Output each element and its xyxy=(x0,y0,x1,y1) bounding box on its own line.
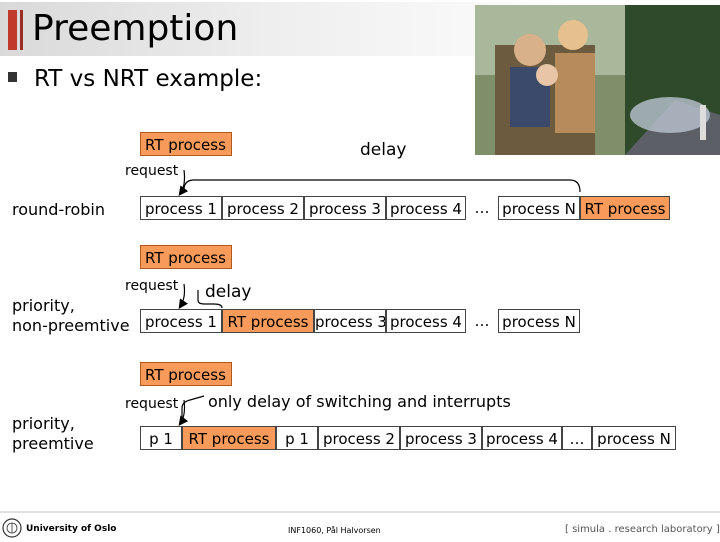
row-label-preemptive-1: priority, xyxy=(12,414,75,433)
pp-cell-process-2: process 2 xyxy=(318,426,400,450)
delay-label-1: delay xyxy=(360,140,407,160)
bullet-marker xyxy=(8,72,17,82)
delay-label-2: delay xyxy=(205,282,252,302)
rr-cell-rt-process: RT process xyxy=(580,196,670,220)
row-label-round-robin: round-robin xyxy=(12,200,105,219)
pp-cell-rt-process: RT process xyxy=(182,426,276,450)
rt-process-label-3: RT process xyxy=(140,362,232,386)
np-cell-process-4: process 4 xyxy=(386,309,466,333)
np-cell-process-1: process 1 xyxy=(140,309,222,333)
pp-cell-p1-a: p 1 xyxy=(140,426,182,450)
title-accent-secondary xyxy=(20,10,23,50)
pp-cell-process-3: process 3 xyxy=(400,426,482,450)
request-label-3: request xyxy=(125,396,179,412)
row-label-preemptive-2: preemtive xyxy=(12,434,94,453)
footer-university: University of Oslo xyxy=(26,524,117,534)
rr-cell-process-3: process 3 xyxy=(304,196,386,220)
title-accent xyxy=(8,10,17,50)
row-label-non-preemptive-2: non-preemtive xyxy=(12,316,130,335)
np-cell-process-n: process N xyxy=(498,309,580,333)
rr-cell-ellipsis: … xyxy=(474,199,490,217)
slide-title: Preemption xyxy=(32,8,239,49)
rr-cell-process-1: process 1 xyxy=(140,196,222,220)
footer-lab-logo: [ simula . research laboratory ] xyxy=(565,524,720,535)
pp-cell-process-4: process 4 xyxy=(482,426,562,450)
np-cell-ellipsis: … xyxy=(474,312,490,330)
rr-cell-process-4: process 4 xyxy=(386,196,466,220)
pp-cell-ellipsis: … xyxy=(562,426,592,450)
header-photo xyxy=(475,5,720,155)
pp-cell-p1-b: p 1 xyxy=(276,426,318,450)
request-label-1: request xyxy=(125,163,179,179)
rt-process-label-1: RT process xyxy=(140,132,232,156)
university-seal-icon xyxy=(2,518,22,538)
pp-cell-process-n: process N xyxy=(592,426,676,450)
delay-switching-label: only delay of switching and interrupts xyxy=(208,392,511,411)
rr-cell-process-n: process N xyxy=(498,196,580,220)
rr-cell-process-2: process 2 xyxy=(222,196,304,220)
np-cell-process-3: process 3 xyxy=(314,309,386,333)
row-label-non-preemptive-1: priority, xyxy=(12,296,75,315)
bullet-text: RT vs NRT example: xyxy=(34,66,263,92)
np-cell-rt-process: RT process xyxy=(222,309,314,333)
footer-course: INF1060, Pål Halvorsen xyxy=(288,526,381,535)
request-label-2: request xyxy=(125,278,179,294)
rt-process-label-2: RT process xyxy=(140,245,232,269)
